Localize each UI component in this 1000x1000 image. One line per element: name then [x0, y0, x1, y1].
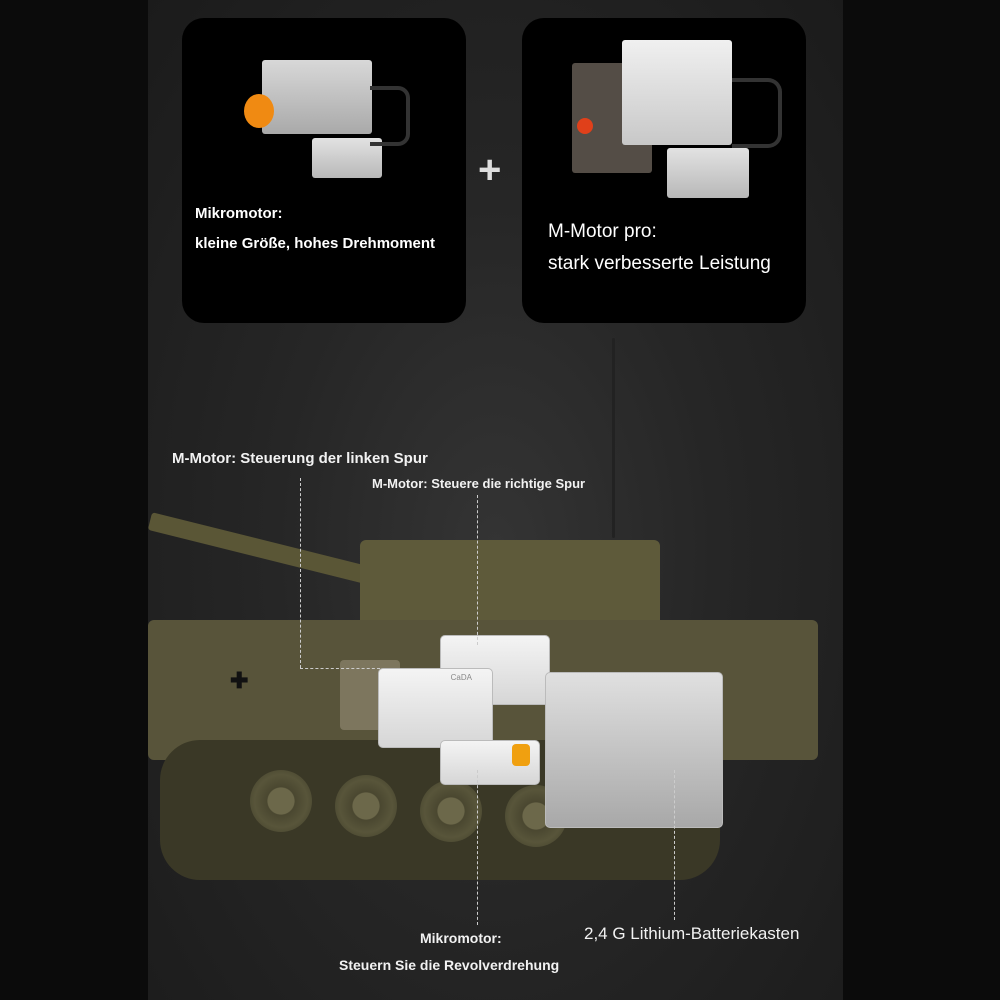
micro-motor-subtitle: kleine Größe, hohes Drehmoment — [195, 235, 436, 252]
micro-motor-title: Mikromotor: — [195, 205, 283, 222]
antenna — [612, 338, 615, 538]
left-track-motor: CaDA — [378, 668, 493, 748]
callout-turret-desc: Steuern Sie die Revolverdrehung — [339, 957, 560, 973]
callout-left-track: M-Motor: Steuerung der linken Spur — [172, 450, 428, 467]
right-track-leader-line — [477, 495, 478, 645]
callout-battery: 2,4 G Lithium-Batteriekasten — [584, 924, 800, 943]
micro-motor-card: Mikromotor: kleine Größe, hohes Drehmome… — [182, 18, 466, 323]
m-motor-subtitle: stark verbesserte Leistung — [548, 253, 771, 274]
motor-logo: CaDA — [450, 673, 472, 682]
left-track-leader-line — [300, 478, 301, 668]
callout-turret-title: Mikromotor: — [420, 930, 502, 946]
turret-leader-line — [477, 770, 478, 925]
battery-box — [545, 672, 723, 828]
m-motor-title: M-Motor pro: — [548, 221, 657, 242]
cross-emblem-icon: ✚ — [230, 668, 249, 693]
m-motor-card: M-Motor pro: stark verbesserte Leistung — [522, 18, 806, 323]
plus-sign: + — [478, 148, 502, 192]
callout-right-track: M-Motor: Steuere die richtige Spur — [372, 476, 586, 491]
battery-leader-line — [674, 770, 675, 920]
